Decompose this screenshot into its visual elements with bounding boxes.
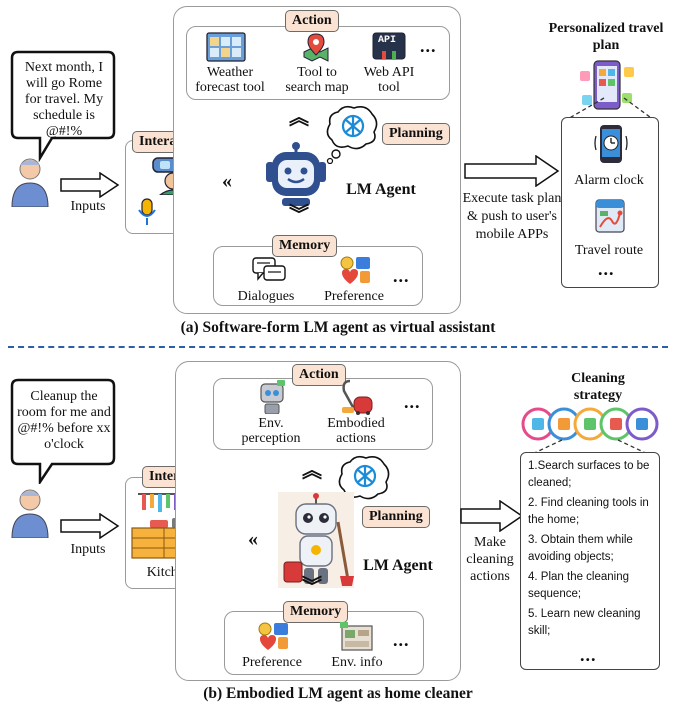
strategy-step: 3. Obtain them while avoiding objects; [528,534,633,563]
down-chevron-icon: ︾ [289,204,309,226]
plan-more-ellipsis: ... [598,259,615,279]
memory-tag: Memory [272,235,338,257]
user-request-text: Cleanup the room for me and @#!% before … [17,389,111,452]
execute-label: Execute task plan & push to user's mobil… [462,191,562,242]
inputs-arrow [60,172,120,198]
robot-icon [266,142,326,206]
agent-label: LM Agent [363,557,433,574]
web-api-icon [372,32,406,60]
action-tag: Action [292,364,346,386]
agent-label: LM Agent [346,181,416,198]
memory-tag: Memory [283,601,349,623]
strategy-panel [520,452,660,670]
phone-apps-icon [580,60,634,110]
preference-icon [258,622,288,650]
memory-preference-label: Preference [242,655,302,670]
strategy-step: 4. Plan the cleaning sequence; [528,571,630,600]
action-embodied-label: Embodied actions [327,416,385,446]
env-perception-icon [260,380,285,414]
memory-preference-label: Preference [324,289,384,304]
strategy-steps-icon [521,407,659,441]
inputs-arrow [60,513,120,539]
inputs-label: Inputs [70,542,106,557]
weather-calendar-icon [206,32,246,62]
strategy-steps-list: 1.Search surfaces to be cleaned; 2. Find… [528,458,652,643]
action-weather-label: Weather forecast tool [195,65,265,95]
section-divider [8,346,668,348]
up-chevron-icon: ︽ [289,107,309,129]
preference-icon [340,256,370,284]
action-tag: Action [285,10,339,32]
map-pin-icon [303,33,329,62]
api-icon-text: API [378,35,397,46]
strategy-step: 5. Learn new cleaning skill; [528,608,641,637]
vacuum-cleaner-icon [342,379,373,415]
memory-more-ellipsis: ... [393,266,410,286]
speech-bubble [10,378,116,484]
planning-tag: Planning [362,506,430,528]
make-cleaning-label: Make cleaning actions [466,535,514,584]
plan-alarm-label: Alarm clock [574,173,644,188]
down-chevron-icon: ︾ [302,576,322,598]
left-chevron-icon: « [248,528,258,550]
left-chevron-icon: « [222,170,232,192]
cleaning-robot-icon [278,492,354,588]
env-info-icon [340,622,373,651]
inputs-label: Inputs [70,199,106,214]
action-more-ellipsis: ... [420,36,437,56]
strategy-step: 2. Find cleaning tools in the home; [528,497,649,526]
execute-arrow [464,155,560,187]
plan-route-label: Travel route [574,243,644,258]
memory-dialogues-label: Dialogues [237,289,295,304]
user-icon [11,489,49,538]
planning-tag: Planning [382,123,450,145]
user-request-text: Next month, I will go Rome for travel. M… [24,60,104,139]
up-chevron-icon: ︽ [302,460,322,482]
strategy-title: Cleaning strategy [571,371,625,403]
caption-a: (a) Software-form LM agent as virtual as… [180,319,496,336]
microphone-icon [138,198,156,225]
action-map-label: Tool to search map [285,65,349,95]
action-env-perception-label: Env. perception [241,416,301,446]
speech-bubble [10,50,116,162]
thought-bubble-icon [326,105,378,164]
strategy-step: 1.Search surfaces to be cleaned; [528,460,650,489]
strategy-more-ellipsis: ... [580,645,597,665]
action-panel [213,378,433,450]
make-cleaning-arrow [460,500,524,532]
memory-env-info-label: Env. info [331,655,383,670]
travel-route-icon [595,199,625,233]
plan-title: Personalized travel plan [548,21,664,53]
dashed-connector [565,97,655,121]
user-icon [11,158,49,207]
dialogue-icon [252,257,286,281]
memory-more-ellipsis: ... [393,630,410,650]
action-more-ellipsis: ... [404,392,421,412]
alarm-clock-icon [594,125,628,163]
caption-b: (b) Embodied LM agent as home cleaner [203,685,473,702]
action-web-api-label: Web API tool [363,65,415,95]
